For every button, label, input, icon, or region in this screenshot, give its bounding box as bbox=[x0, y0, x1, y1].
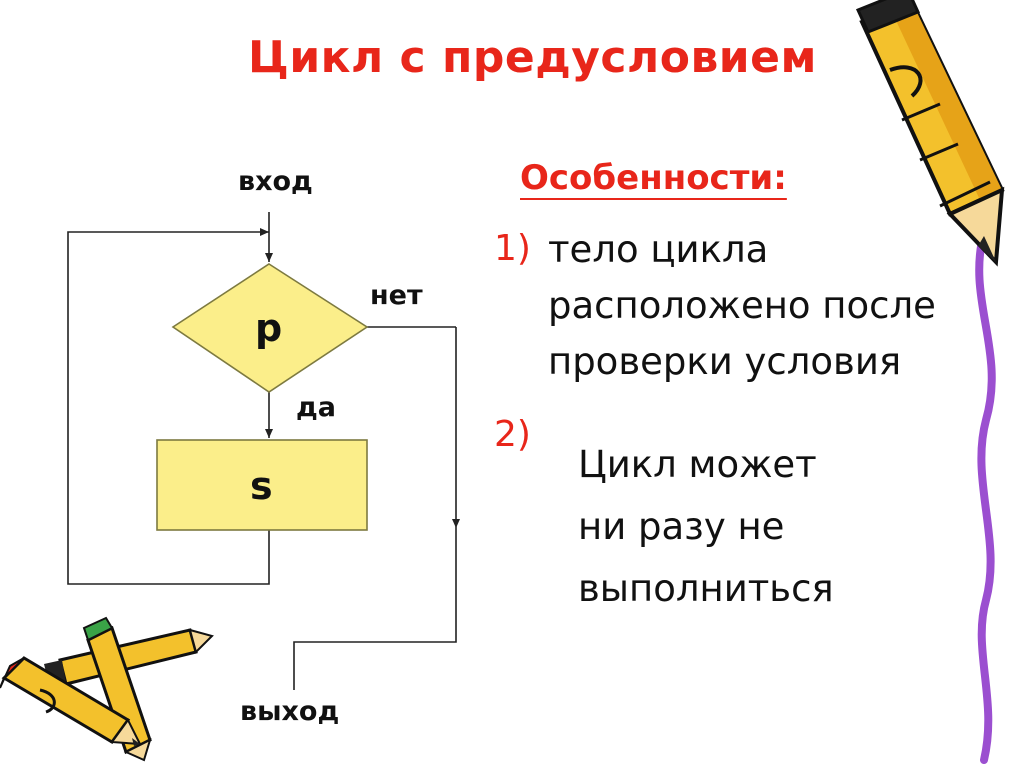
purple-wavy-line bbox=[975, 228, 996, 764]
flowchart-connectors bbox=[67, 212, 460, 690]
slide-title: Цикл с предусловием bbox=[248, 32, 817, 83]
pencil-clipart-right bbox=[855, 0, 1005, 267]
entry-label: вход bbox=[238, 166, 313, 197]
yes-label: да bbox=[296, 392, 337, 423]
feature-1-line-2: расположено после bbox=[548, 284, 936, 327]
loop-back-line bbox=[67, 228, 270, 585]
feature-1-text: тело цикла расположено после проверки ус… bbox=[548, 222, 936, 390]
body-label: s bbox=[250, 464, 273, 508]
features-heading: Особенности: bbox=[520, 158, 787, 198]
feature-2-line-3: выполниться bbox=[578, 567, 834, 610]
feature-1-line-3: проверки условия bbox=[548, 340, 902, 383]
feature-2-line-2: ни разу не bbox=[578, 505, 785, 548]
feature-2-text: Цикл может ни разу не выполниться bbox=[578, 434, 834, 620]
condition-diamond bbox=[171, 263, 369, 393]
exit-line bbox=[293, 528, 457, 690]
no-label: нет bbox=[370, 280, 423, 311]
body-process-box bbox=[156, 439, 368, 531]
condition-label: p bbox=[255, 306, 283, 350]
feature-2-number: 2) bbox=[494, 414, 531, 455]
feature-1-number: 1) bbox=[494, 228, 531, 269]
exit-label: выход bbox=[240, 696, 340, 727]
feature-2-line-1: Цикл может bbox=[578, 443, 817, 486]
feature-1-line-1: тело цикла bbox=[548, 228, 769, 271]
pencils-clipart-bottom-left bbox=[0, 616, 214, 762]
